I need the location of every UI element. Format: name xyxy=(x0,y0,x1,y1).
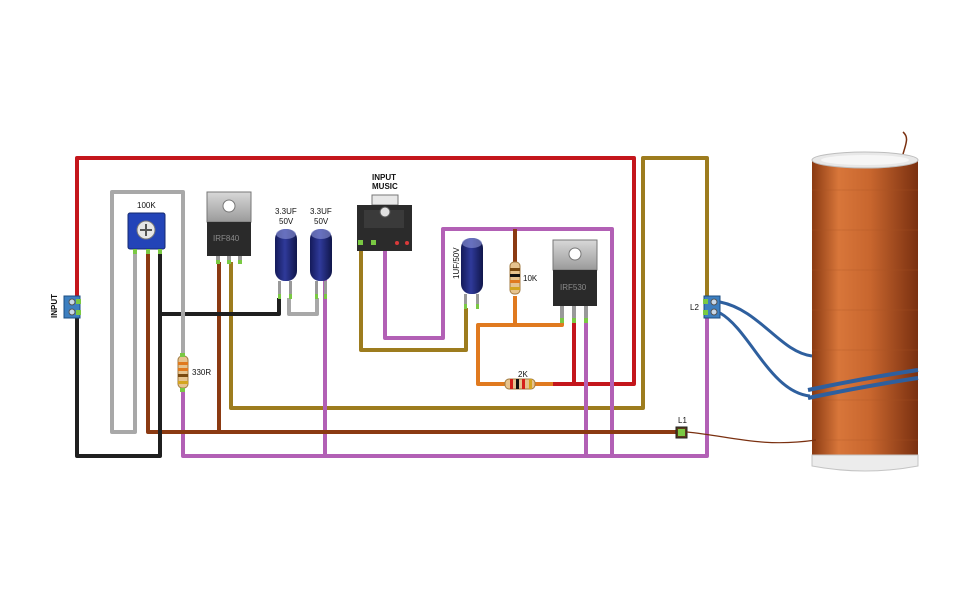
mosfet1-label: IRF840 xyxy=(213,234,240,243)
primary-leads xyxy=(719,300,813,398)
l2-terminal: L2 xyxy=(690,295,721,319)
cap2-value: 3.3UF xyxy=(310,207,332,216)
wire-mustard-outer xyxy=(229,156,709,410)
wire-black-mosfet1 xyxy=(160,298,281,316)
potentiometer-100k: 100K xyxy=(127,201,166,254)
input-terminal: INPUT xyxy=(50,294,81,319)
l2-label: L2 xyxy=(690,303,699,312)
cap2-voltage: 50V xyxy=(314,217,329,226)
mosfet-irf840: IRF840 xyxy=(206,191,252,264)
wire-orange-10k xyxy=(476,296,517,386)
audio-jack: INPUT MUSIC xyxy=(357,173,412,251)
resistor-10k: 10K xyxy=(509,261,538,295)
pot-label: 100K xyxy=(137,201,156,210)
resistor-2k: 2K xyxy=(504,370,536,390)
input-music-line1: INPUT xyxy=(372,173,396,182)
wires xyxy=(75,156,709,458)
wire-grey-caps xyxy=(287,298,319,316)
resistor-330r: 330R xyxy=(177,353,211,392)
wire-black-input xyxy=(75,252,162,458)
capacitor-2: 3.3UF 50V xyxy=(310,207,332,299)
r2k-label: 2K xyxy=(518,370,528,379)
l1-label: L1 xyxy=(678,416,687,425)
wire-brown-pot xyxy=(146,252,680,434)
r330-label: 330R xyxy=(192,368,211,377)
wire-orange-gate xyxy=(515,322,564,327)
input-label: INPUT xyxy=(50,294,59,318)
wire-mustard-music xyxy=(359,244,468,352)
capacitor-1uf: 1UF/50V xyxy=(452,238,483,309)
cap1-value: 3.3UF xyxy=(275,207,297,216)
wire-red-top xyxy=(75,156,636,386)
mosfet-irf530: IRF530 xyxy=(552,239,598,323)
l1-terminal: L1 xyxy=(675,416,688,439)
input-music-line2: MUSIC xyxy=(372,182,398,191)
cap1-voltage: 50V xyxy=(279,217,294,226)
r10k-label: 10K xyxy=(523,274,538,283)
mosfet2-label: IRF530 xyxy=(560,283,587,292)
cap3-label: 1UF/50V xyxy=(452,247,461,279)
wire-grey-pot xyxy=(110,190,185,434)
capacitor-1: 3.3UF 50V xyxy=(275,207,297,299)
wire-purple-music xyxy=(383,227,614,456)
tesla-coil xyxy=(686,131,919,472)
wire-purple-main xyxy=(181,312,709,458)
